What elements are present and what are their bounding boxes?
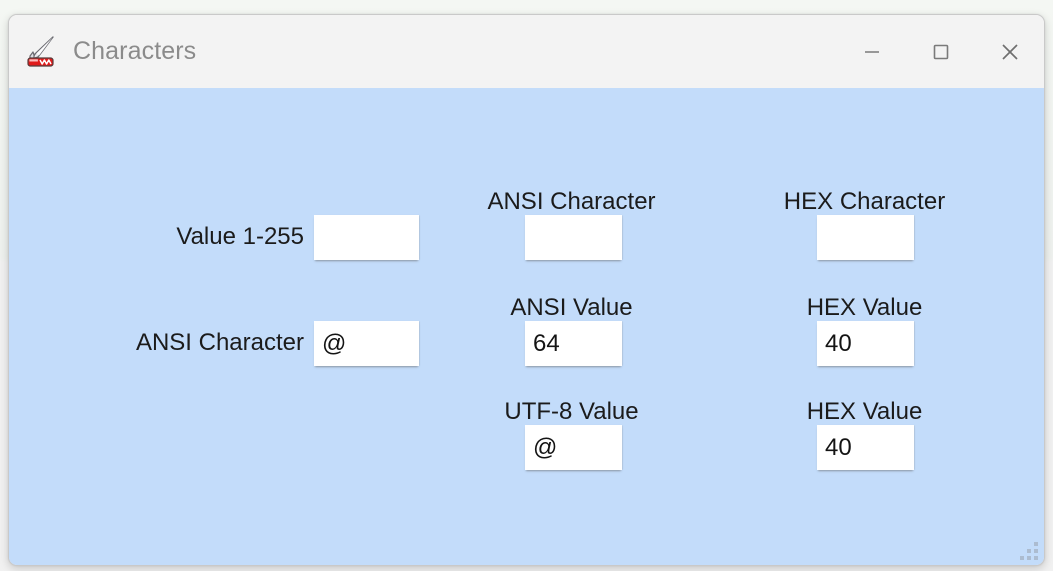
application-window: Characters Value 1-255 (8, 14, 1045, 566)
minimize-icon (864, 50, 879, 53)
label-value-1-255: Value 1-255 (176, 223, 304, 250)
label-hex-character: HEX Character (783, 188, 946, 215)
form-client-area: Value 1-255 ANSI Character HEX Character… (9, 88, 1044, 565)
label-hex-value-utf8: HEX Value (806, 398, 923, 425)
label-hex-value-ansi: HEX Value (806, 294, 923, 321)
maximize-icon (933, 44, 948, 59)
close-icon (1001, 43, 1018, 60)
label-utf8-value: UTF-8 Value (504, 398, 639, 425)
window-controls (837, 15, 1044, 88)
title-bar[interactable]: Characters (9, 15, 1044, 88)
input-ansi-character-top[interactable] (525, 215, 622, 260)
input-ansi-character[interactable]: @ (314, 321, 419, 366)
swiss-army-knife-icon (23, 30, 63, 70)
maximize-button[interactable] (906, 15, 975, 88)
window-title: Characters (73, 37, 197, 65)
resize-grip[interactable] (1020, 542, 1038, 560)
input-ansi-value[interactable]: 64 (525, 321, 622, 366)
minimize-button[interactable] (837, 15, 906, 88)
input-utf8-value[interactable]: @ (525, 425, 622, 470)
label-ansi-character-top: ANSI Character (487, 188, 656, 215)
input-hex-value-ansi[interactable]: 40 (817, 321, 914, 366)
input-hex-value-utf8[interactable]: 40 (817, 425, 914, 470)
label-ansi-character: ANSI Character (135, 329, 304, 356)
label-ansi-value: ANSI Value (510, 294, 633, 321)
input-hex-character[interactable] (817, 215, 914, 260)
close-button[interactable] (975, 15, 1044, 88)
input-value-1-255[interactable] (314, 215, 419, 260)
